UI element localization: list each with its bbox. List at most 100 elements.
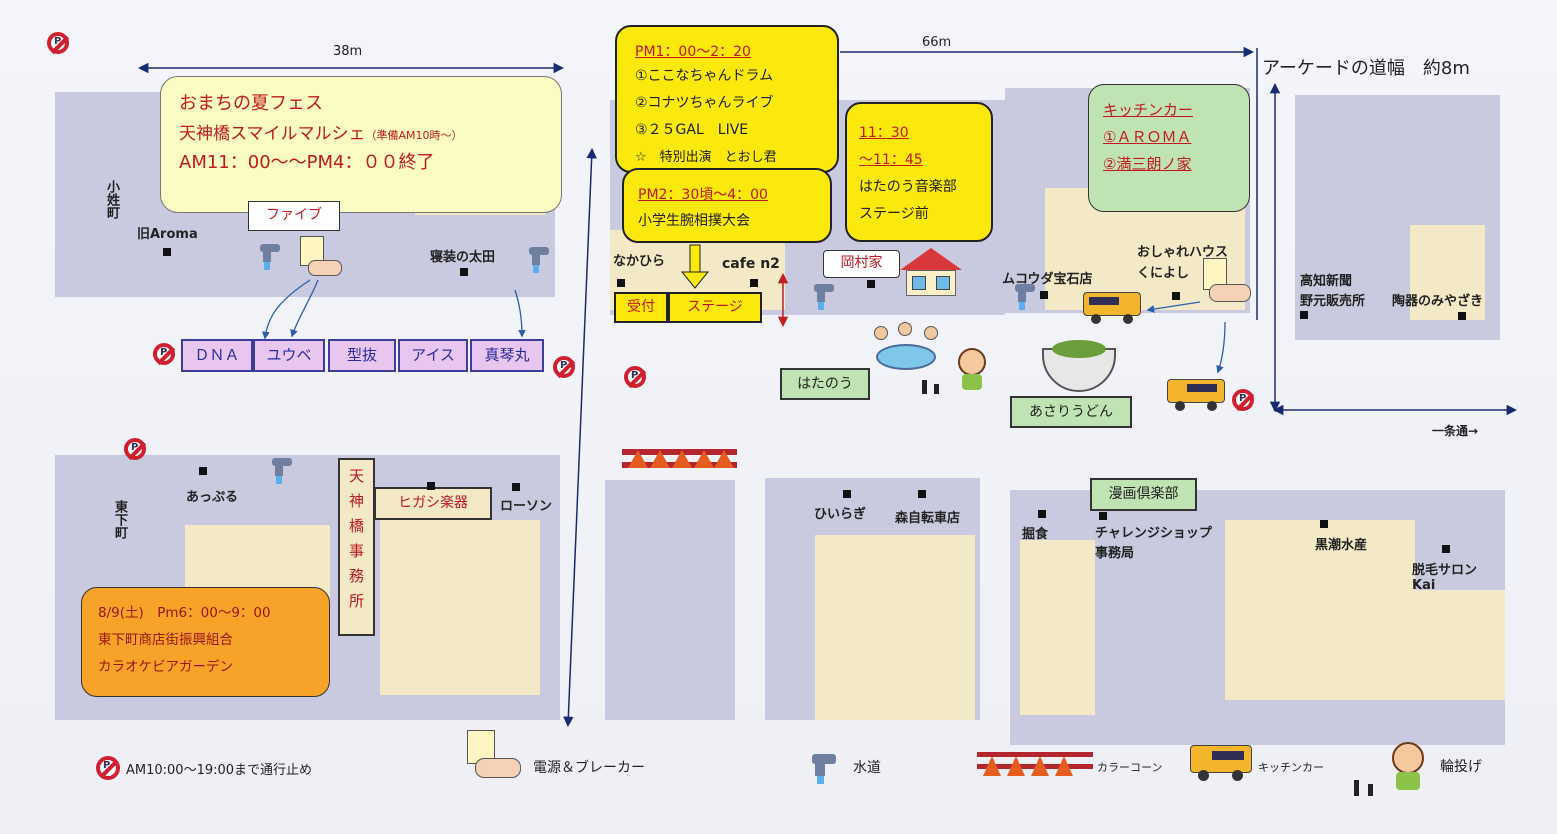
place-challenge-shop: チャレンジショップ [1095, 526, 1212, 541]
location-marker [750, 279, 758, 287]
water-tap-icon [814, 278, 836, 310]
place-okamura: 岡村家 [823, 250, 900, 278]
kitchen-car-item: ①ＡＲＯＭＡ [1103, 128, 1192, 146]
schedule1-item: ②コナツちゃんライブ [635, 95, 774, 111]
place-hatanou: はたのう [780, 368, 870, 400]
location-marker [163, 248, 171, 256]
no-entry-icon [96, 756, 120, 780]
place-tenjinbashi-office: 天神橋事務所 [338, 458, 375, 636]
schedule1-item: ☆ 特別出演 とおし君 [635, 150, 777, 165]
kitchen-car-icon [1167, 379, 1227, 413]
location-marker [1099, 512, 1107, 520]
schedule1-time: PM1：00〜2：20 [635, 44, 751, 60]
ring-toss-icon [1352, 742, 1430, 800]
building [1415, 590, 1505, 700]
schedule-afternoon-box: PM1：00〜2：20 ①ここなちゃんドラム ②コナツちゃんライブ ③２５GAL… [615, 25, 839, 173]
schedule3-time: 11：30 [859, 125, 909, 141]
place-miyazaki-pottery: 陶器のみやざき [1392, 294, 1484, 309]
schedule3-time-end: 〜11：45 [859, 152, 923, 168]
location-marker [1300, 311, 1308, 319]
power-breaker-icon [467, 730, 523, 788]
legend-color-cone: カラーコーン [1097, 761, 1163, 774]
schedule3-item: はたのう音楽部 [859, 179, 957, 195]
water-tap-icon [812, 748, 840, 786]
water-tap-icon [529, 241, 551, 273]
building [1410, 225, 1485, 320]
stall-yuube: ユウベ [253, 339, 325, 372]
kitchen-car-title: キッチンカー [1103, 101, 1194, 119]
place-nakahira: なかひら [613, 254, 666, 269]
kitchen-car-icon [1083, 292, 1143, 326]
office-label: 天神橋事務所 [347, 468, 365, 618]
evening-organizer: 東下町商店街振興組合 [98, 632, 233, 648]
evening-event-box: 8/9(土) Pm6：00〜9：00 東下町商店街振興組合 カラオケビアガーデン [81, 587, 330, 697]
legend-ring-toss: 輪投げ [1440, 759, 1482, 775]
schedule2-time: PM2：30頃〜4：00 [638, 187, 768, 203]
street-ichijo: 一条通→ [1432, 424, 1479, 438]
schedule-armwrestling-box: PM2：30頃〜4：00 小学生腕相撲大会 [622, 168, 832, 243]
no-entry-icon [153, 343, 175, 365]
place-mori-bicycle: 森自転車店 [895, 511, 961, 526]
location-marker [843, 490, 851, 498]
place-former-aroma: 旧Aroma [137, 227, 198, 242]
building [380, 520, 540, 695]
location-marker [1038, 510, 1046, 518]
kitchen-car-item: ②満三朗ノ家 [1103, 155, 1192, 173]
place-kuniyoshi: くによし [1137, 266, 1190, 281]
place-apple: あっぷる [186, 490, 239, 505]
udon-bowl-icon [1042, 340, 1116, 394]
place-higashi-gakki: ヒガシ楽器 [374, 487, 492, 520]
location-marker [867, 280, 875, 288]
water-tap-icon [1015, 278, 1037, 310]
prep-time: （準備AM10時〜） [365, 129, 463, 142]
water-tap-icon [260, 238, 282, 270]
place-cafe-n2: cafe n2 [722, 256, 780, 272]
no-entry-icon [1232, 389, 1254, 411]
event-name: 天神橋スマイルマルシェ [179, 124, 366, 144]
schedule3-item: ステージ前 [859, 206, 929, 222]
dimension-38m: 38m [333, 44, 363, 59]
place-manga-club: 漫画倶楽部 [1090, 478, 1197, 511]
place-datsumo-salon: 脱毛サロン [1412, 563, 1478, 578]
legend-water: 水道 [853, 760, 881, 776]
stall-ice: アイス [398, 339, 468, 372]
reception-booth: 受付 [614, 292, 668, 323]
location-marker [617, 279, 625, 287]
place-oshare-house: おしゃれハウス [1137, 245, 1229, 260]
place-ota-bedding: 寝装の太田 [430, 250, 496, 265]
color-cone-barrier [622, 449, 737, 468]
legend-no-entry: AM10:00〜19:00まで通行止め [126, 763, 313, 778]
schedule1-item: ①ここなちゃんドラム [635, 68, 774, 84]
stage-area: ステージ [668, 292, 762, 323]
no-entry-icon [553, 356, 575, 378]
power-breaker-icon [1203, 258, 1255, 318]
place-hiiragi: ひいらぎ [814, 507, 867, 522]
place-lawson: ローソン [500, 499, 553, 514]
place-kochi-shimbun: 高知新聞 [1300, 274, 1353, 289]
location-marker [1320, 520, 1328, 528]
dimension-66m: 66m [922, 35, 952, 50]
festival-title-box: おまちの夏フェス 天神橋スマイルマルシェ（準備AM10時〜） AM11：00〜〜… [160, 76, 562, 213]
color-cone-icon [977, 752, 1093, 780]
pool-game-icon [870, 322, 942, 374]
location-marker [1172, 292, 1180, 300]
location-marker [427, 482, 435, 490]
location-marker [512, 483, 520, 491]
block-south-center-left [605, 480, 735, 720]
legend-kitchen-car: キッチンカー [1258, 761, 1324, 774]
place-five: ファイブ [248, 201, 340, 231]
stall-katanuki: 型抜 [328, 339, 396, 372]
kitchen-car-icon [1190, 745, 1254, 783]
place-horishoku: 掘食 [1022, 527, 1049, 542]
schedule2-item: 小学生腕相撲大会 [638, 213, 750, 229]
location-marker [460, 268, 468, 276]
evening-date: 8/9(土) Pm6：00〜9：00 [98, 605, 271, 621]
stall-dna: ＤＮＡ [181, 339, 253, 372]
house-icon [900, 248, 962, 298]
location-marker [918, 490, 926, 498]
location-marker [1458, 312, 1466, 320]
building [815, 535, 975, 720]
water-tap-icon [272, 452, 294, 486]
place-nomoto-shop: 野元販売所 [1300, 294, 1366, 309]
